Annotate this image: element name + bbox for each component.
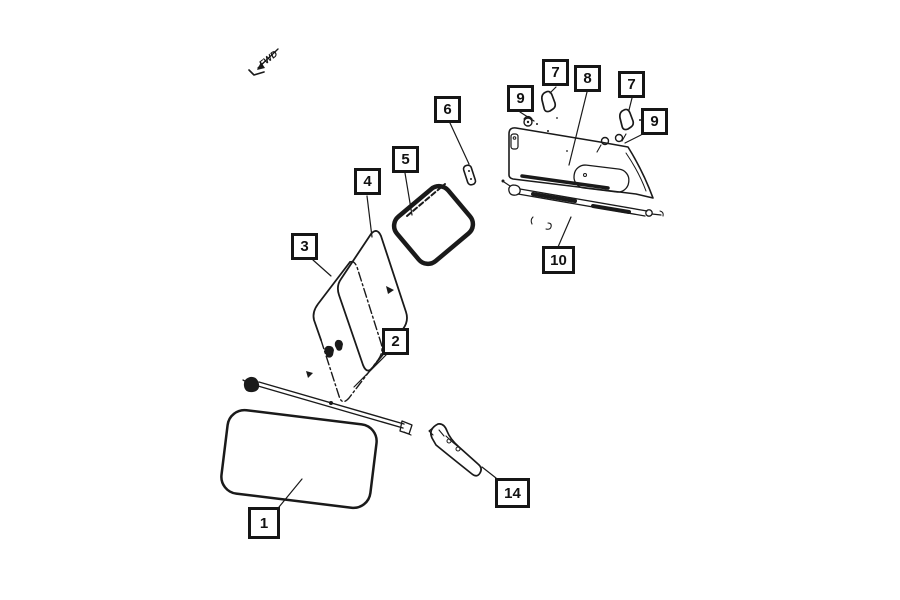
trim-cover-part-14 — [428, 423, 482, 477]
glass-channel-part-2 — [242, 376, 413, 436]
hinge-left — [523, 115, 533, 127]
callout-7-left[interactable]: 7 — [542, 59, 569, 86]
callout-6[interactable]: 6 — [434, 96, 461, 123]
callout-1[interactable]: 1 — [248, 507, 280, 539]
callout-4[interactable]: 4 — [354, 168, 381, 195]
spacer-clip-part-6 — [462, 164, 477, 186]
callout-8[interactable]: 8 — [574, 65, 601, 92]
callout-9-left[interactable]: 9 — [507, 85, 534, 112]
support-strut-part-10 — [501, 179, 664, 230]
fwd-direction-indicator: FWD — [248, 48, 280, 76]
callout-10[interactable]: 10 — [542, 246, 575, 274]
window-glass-part-1 — [220, 408, 378, 510]
quarter-glass-part-3 — [306, 260, 383, 403]
quarter-glass-part-4 — [336, 230, 408, 372]
callout-7-right[interactable]: 7 — [618, 71, 645, 98]
callout-3[interactable]: 3 — [291, 233, 318, 260]
callout-9-right[interactable]: 9 — [641, 108, 668, 135]
liftgate-frame-part-8 — [508, 115, 654, 199]
hinge-right — [596, 133, 627, 153]
clip-part-7-right — [618, 108, 635, 131]
clip-part-7-left — [540, 90, 557, 113]
framed-quarter-glass-part-5 — [391, 183, 476, 267]
callout-14[interactable]: 14 — [495, 478, 530, 508]
callout-5[interactable]: 5 — [392, 146, 419, 173]
callout-2[interactable]: 2 — [382, 328, 409, 355]
leader-lines — [278, 86, 642, 508]
